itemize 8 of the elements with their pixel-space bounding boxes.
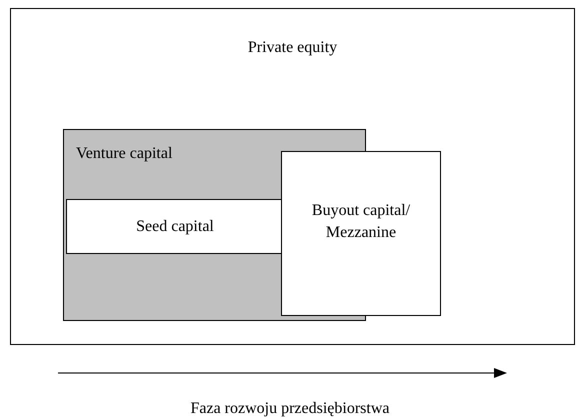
box-label: Venture capital: [76, 145, 172, 163]
box-label: Buyout capital/ Mezzanine: [310, 201, 412, 243]
box-label: Seed capital: [135, 217, 215, 237]
outer-box: [10, 8, 575, 345]
axis-caption: Faza rozwoju przedsiębiorstwa: [189, 400, 391, 418]
inner-box: [66, 199, 284, 254]
box-label: Private equity: [246, 38, 338, 58]
overlapping-box: [281, 151, 441, 316]
